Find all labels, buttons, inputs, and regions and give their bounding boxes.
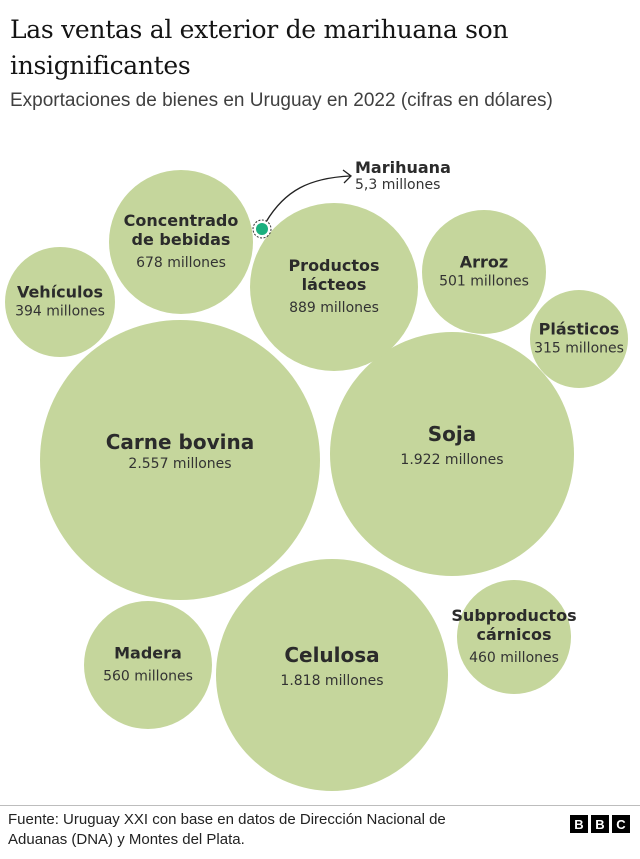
- bubble-plásticos: [530, 290, 628, 388]
- bubble-label: Madera 560 millones: [103, 644, 193, 687]
- bubble-value: 315 millones: [534, 340, 624, 357]
- bubble-value: 560 millones: [103, 668, 193, 685]
- annotation-arrow: [265, 175, 351, 223]
- chart-subtitle: Exportaciones de bienes en Uruguay en 20…: [10, 90, 553, 111]
- bubble-productos-lácteos: [250, 203, 418, 371]
- bubble-name: Arroz: [459, 252, 509, 272]
- bubble-name: Madera: [114, 643, 182, 663]
- bubble-label: Carne bovina 2.557 millones: [106, 430, 255, 474]
- bubble-concentrado-de-bebidas: [109, 170, 253, 314]
- bubble-name: Productos lácteos: [288, 256, 380, 294]
- chart-title: Las ventas al exterior de marihuana son …: [10, 15, 509, 80]
- bubble-value: 889 millones: [289, 300, 379, 316]
- bubble-carne-bovina: [40, 320, 320, 600]
- bubble-value: 2.557 millones: [128, 456, 232, 472]
- bubble-name: Subproductos cárnicos: [451, 606, 577, 644]
- bubble-name: Concentrado de bebidas: [123, 211, 239, 249]
- bubble-value: 1.818 millones: [280, 673, 384, 689]
- bubble-name: Soja: [427, 422, 477, 446]
- bubble-value: 394 millones: [15, 303, 105, 320]
- marihuana-dot: [256, 223, 268, 235]
- bubble-value: 1.922 millones: [400, 452, 504, 468]
- logo-letter: B: [591, 815, 609, 833]
- bubble-label: Concentrado de bebidas 678 millones: [124, 211, 239, 273]
- bubble-subproductos-cárnicos: [457, 580, 571, 694]
- bubble-celulosa: [216, 559, 448, 791]
- bubble-name: Vehículos: [16, 282, 104, 302]
- bubble-vehículos: [5, 247, 115, 357]
- annotation-value: 5,3 millones: [355, 177, 441, 193]
- bubble-arroz: [422, 210, 546, 334]
- bubble-label: Productos lácteos 889 millones: [288, 256, 379, 318]
- bubble-label: Subproductos cárnicos 460 millones: [451, 606, 576, 668]
- bubbles-group: [5, 170, 628, 791]
- footer-divider: [0, 805, 640, 806]
- annotation-name: Marihuana: [355, 158, 451, 177]
- bubble-label: Celulosa 1.818 millones: [280, 643, 383, 691]
- bubble-name: Plásticos: [538, 319, 620, 339]
- bubble-value: 501 millones: [439, 273, 529, 290]
- bubble-madera: [84, 601, 212, 729]
- logo-letter: C: [612, 815, 630, 833]
- bubble-value: 460 millones: [469, 650, 559, 666]
- marihuana-annotation: Marihuana 5,3 millones: [355, 158, 451, 194]
- bubble-label: Soja 1.922 millones: [400, 422, 503, 470]
- bubble-soja: [330, 332, 574, 576]
- arrow-head-icon: [342, 169, 352, 184]
- bubble-name: Celulosa: [284, 643, 380, 667]
- source-note: Fuente: Uruguay XXI con base en datos de…: [8, 811, 446, 848]
- bubble-value: 678 millones: [136, 255, 226, 271]
- bubble-name: Carne bovina: [105, 430, 255, 454]
- logo-letter: B: [570, 815, 588, 833]
- bbc-logo: B B C: [570, 815, 630, 833]
